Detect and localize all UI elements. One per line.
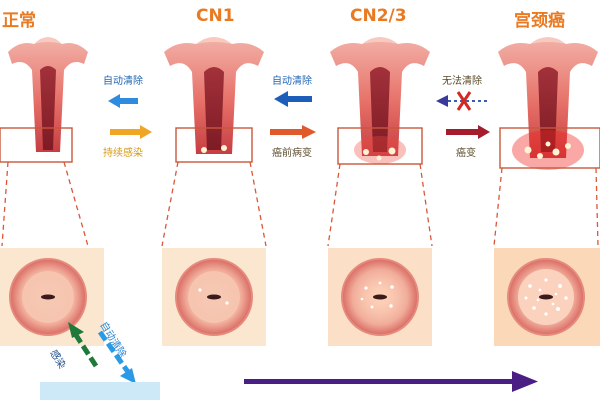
bottom-blue-band: [40, 382, 160, 400]
cervix-zoom-box: [337, 127, 423, 165]
uterus-illustration: [164, 37, 264, 154]
cervical-os: [41, 294, 55, 300]
infection-arrow: [68, 322, 99, 368]
cervical-os: [207, 294, 221, 300]
arrow-forward-2: [270, 125, 316, 139]
stage-title-normal: 正常: [2, 11, 36, 31]
blocked-x-icon: [456, 91, 472, 111]
stage-title-cervical-cancer: 宫颈癌: [514, 11, 565, 31]
uterus-illustration: [8, 37, 88, 152]
arrow-clear-back-2: [274, 91, 312, 107]
stage-title-cn2-3: CN2/3: [350, 6, 407, 26]
clear-arrow: [97, 330, 136, 384]
cervix-zoom-box: [0, 127, 73, 163]
transition-2-back-label: 自动清除: [272, 76, 312, 87]
cervix-zoom-box: [175, 127, 253, 163]
uterus-illustration: [498, 37, 598, 170]
cervical-os: [539, 294, 553, 300]
arrow-cannot-clear-3: [436, 91, 488, 111]
progression-arrow: [244, 371, 538, 392]
arrow-forward-1: [110, 125, 152, 139]
arrow-clear-back-1: [108, 94, 138, 108]
stage-title-cn1: CN1: [196, 6, 235, 26]
transition-1-forward-label: 持续感染: [103, 148, 143, 159]
stage-cervical-cancer: [493, 37, 600, 346]
cervix-zoom-box: [499, 127, 600, 169]
uterus-illustration: [330, 37, 430, 164]
stage-normal: [0, 37, 104, 346]
transition-3-forward-label: 癌变: [456, 148, 476, 159]
transition-1-back-label: 自动清除: [103, 76, 143, 87]
cervical-os: [373, 294, 387, 300]
stage-cn2-3: [327, 37, 433, 346]
stage-cn1: [161, 37, 267, 346]
transition-2-forward-label: 癌前病变: [272, 148, 312, 159]
arrow-forward-3: [446, 125, 490, 139]
transition-3-back-label: 无法清除: [442, 76, 482, 87]
